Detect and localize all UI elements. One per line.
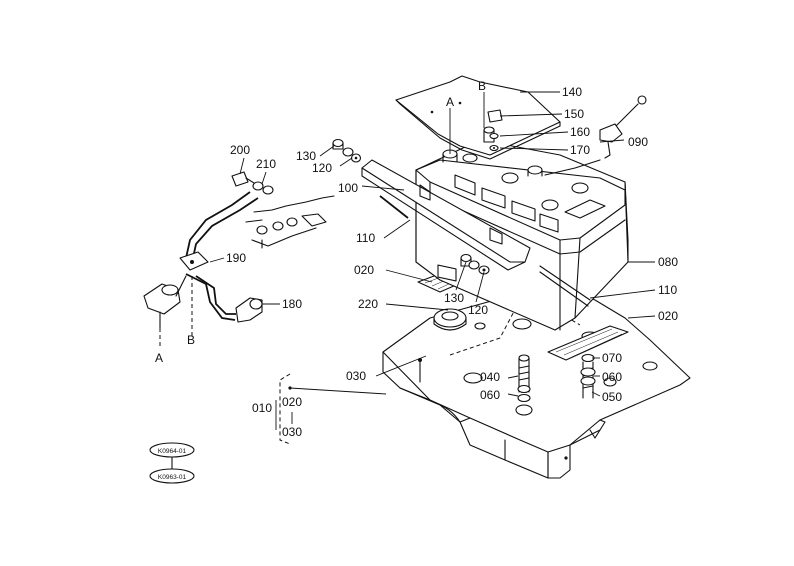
label-040: 040 [480, 370, 500, 384]
label-130-top: 130 [296, 149, 316, 163]
label-150: 150 [564, 107, 584, 121]
stamp-code-2: K0963-01 [158, 474, 187, 481]
label-070: 070 [602, 351, 622, 365]
ref-a-top: A [446, 95, 454, 109]
label-110-left: 110 [356, 231, 375, 245]
label-050: 050 [602, 390, 622, 404]
label-030: 030 [346, 369, 366, 383]
label-120-top: 120 [312, 161, 332, 175]
label-210: 210 [256, 157, 276, 171]
bolt-040 [517, 354, 531, 403]
stamp-code-1: K0964-01 [158, 448, 187, 455]
ref-b-top: B [478, 79, 486, 93]
label-020-right: 020 [658, 309, 678, 323]
reference-stamps: K0964-01 K0963-01 [149, 442, 195, 484]
label-060-right: 060 [602, 370, 622, 384]
label-180: 180 [282, 297, 302, 311]
terminal-clamp-090 [544, 95, 647, 176]
label-010: 010 [252, 401, 272, 415]
bolt-set-top [332, 138, 362, 163]
ref-b-bottom: B [187, 333, 195, 347]
stamp-oval-2 [149, 468, 195, 484]
grommet-220 [433, 308, 467, 331]
battery [415, 139, 629, 331]
cable-assembly [143, 171, 335, 348]
label-020-left: 020 [354, 263, 374, 277]
assembly-bracket-010 [279, 373, 387, 445]
label-140: 140 [562, 85, 582, 99]
label-200: 200 [230, 143, 250, 157]
leader-lines [209, 91, 656, 397]
label-020-bracket: 020 [282, 395, 302, 409]
label-220: 220 [358, 297, 378, 311]
label-100: 100 [338, 181, 358, 195]
bolt-set-middle [460, 253, 490, 275]
label-090: 090 [628, 135, 648, 149]
label-060-left: 060 [480, 388, 500, 402]
label-130-middle: 130 [444, 291, 464, 305]
label-190: 190 [226, 251, 246, 265]
label-030-bracket: 030 [282, 425, 302, 439]
label-120-middle: 120 [468, 303, 488, 317]
hold-down-rods [379, 195, 591, 307]
terminal-parts [483, 109, 503, 152]
hold-down-bracket [361, 159, 531, 271]
label-160: 160 [570, 125, 590, 139]
label-080: 080 [658, 255, 678, 269]
label-110-right: 110 [658, 283, 677, 297]
ref-a-bottom: A [155, 351, 163, 365]
rubber-pad-right [547, 325, 629, 361]
label-170: 170 [570, 143, 590, 157]
part-number-labels: 140 150 160 170 090 080 110 020 100 110 … [155, 79, 678, 439]
